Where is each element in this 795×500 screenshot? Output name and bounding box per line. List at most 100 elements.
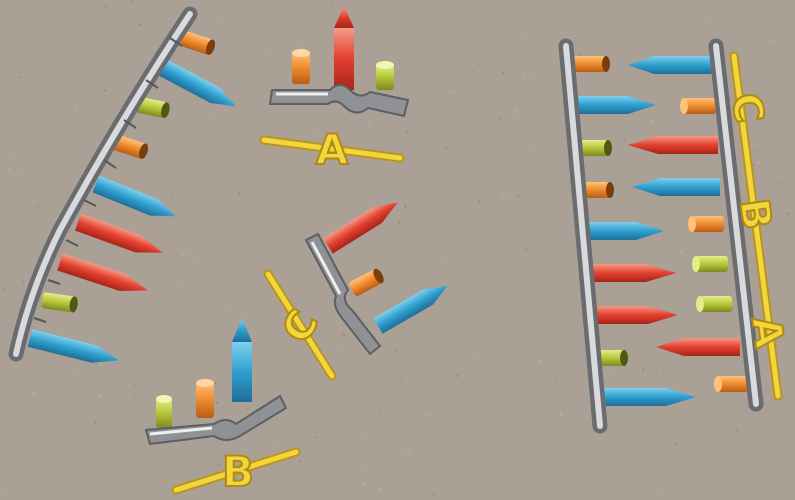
speckle xyxy=(229,309,231,311)
speckle xyxy=(569,319,570,320)
speckle xyxy=(134,397,136,399)
speckle xyxy=(773,142,774,143)
speckle xyxy=(19,171,21,173)
speckle xyxy=(560,7,561,8)
speckle xyxy=(209,117,211,119)
peg-orange xyxy=(572,56,610,72)
speckle xyxy=(117,83,118,84)
speckle xyxy=(485,192,486,193)
speckle xyxy=(706,172,707,173)
speckle xyxy=(565,337,566,338)
pencil-blue xyxy=(232,318,252,402)
speckle xyxy=(368,124,370,126)
speckle xyxy=(104,89,107,92)
speckle xyxy=(628,11,630,13)
speckle xyxy=(341,460,342,461)
speckle xyxy=(364,114,365,115)
speckle xyxy=(675,443,678,446)
speckle xyxy=(426,139,427,140)
free-unit-center: C xyxy=(268,195,452,376)
speckle xyxy=(407,451,410,454)
speckle xyxy=(465,330,467,332)
speckle xyxy=(18,76,20,78)
speckle xyxy=(555,382,557,384)
speckle xyxy=(710,284,711,285)
speckle xyxy=(277,439,279,441)
speckle xyxy=(658,491,660,493)
speckle xyxy=(610,331,612,333)
pencil-red xyxy=(586,306,678,324)
speckle xyxy=(774,88,775,89)
speckle xyxy=(624,138,626,140)
speckle xyxy=(492,71,493,72)
letter-piece-b-bottom: B xyxy=(176,447,296,496)
speckle xyxy=(94,94,95,95)
speckle xyxy=(33,392,36,395)
speckle xyxy=(218,464,220,466)
speckle xyxy=(426,421,427,422)
speckle xyxy=(274,315,275,316)
speckle xyxy=(769,446,770,447)
speckle xyxy=(582,80,583,81)
speckle xyxy=(776,491,777,492)
peg-green xyxy=(41,292,79,313)
speckle xyxy=(524,434,525,435)
speckle xyxy=(84,247,86,249)
speckle xyxy=(685,284,686,285)
speckle xyxy=(523,76,525,78)
speckle xyxy=(656,371,658,373)
pencil-blue xyxy=(93,176,179,225)
speckle xyxy=(704,473,706,475)
speckle xyxy=(61,440,62,441)
speckle xyxy=(680,251,683,254)
speckle xyxy=(580,53,582,55)
speckle xyxy=(363,482,366,485)
speckle xyxy=(348,188,350,190)
speckle xyxy=(342,334,345,337)
speckle xyxy=(135,492,137,494)
speckle xyxy=(442,283,443,284)
peg-orange xyxy=(688,216,724,232)
speckle xyxy=(385,125,387,127)
speckle xyxy=(177,175,178,176)
pencil-red xyxy=(628,136,718,154)
speckle xyxy=(384,51,386,53)
speckle xyxy=(449,90,452,93)
speckle xyxy=(659,88,660,89)
pencil-red xyxy=(656,338,740,356)
speckle xyxy=(260,255,261,256)
label-b-right: B xyxy=(730,196,780,233)
speckle xyxy=(531,1,532,2)
speckle xyxy=(149,481,150,482)
speckle xyxy=(401,378,403,380)
speckle xyxy=(374,267,376,269)
speckle xyxy=(494,126,496,128)
speckle xyxy=(274,351,276,353)
speckle xyxy=(675,15,676,16)
speckle xyxy=(378,362,379,363)
speckle xyxy=(468,205,469,206)
free-unit-top: A xyxy=(264,6,408,174)
speckle xyxy=(767,398,770,401)
speckle xyxy=(736,429,738,431)
speckle xyxy=(651,120,654,123)
speckle xyxy=(40,175,41,176)
speckle xyxy=(348,418,350,420)
speckle xyxy=(502,197,505,200)
speckle xyxy=(196,377,197,378)
speckle xyxy=(488,215,490,217)
speckle xyxy=(780,231,781,232)
speckle xyxy=(146,328,147,329)
speckle xyxy=(308,124,309,125)
label-a-top: A xyxy=(316,125,349,174)
speckle xyxy=(445,146,448,149)
speckle xyxy=(232,61,233,62)
speckle xyxy=(566,435,567,436)
speckle xyxy=(517,195,519,197)
speckle xyxy=(753,150,756,153)
speckle xyxy=(456,375,459,378)
speckle xyxy=(40,184,42,186)
speckle xyxy=(583,466,584,467)
speckle xyxy=(379,488,382,491)
